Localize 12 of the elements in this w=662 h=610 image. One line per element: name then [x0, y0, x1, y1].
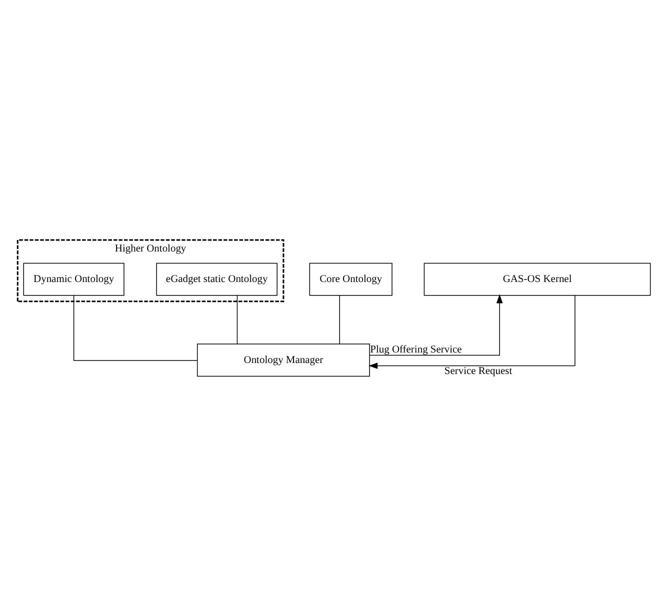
connector	[73, 294, 198, 360]
connector	[236, 294, 238, 344]
node-box: Ontology Manager	[196, 343, 370, 376]
node-box: Dynamic Ontology	[23, 262, 124, 296]
edge-label: Service Request	[444, 366, 512, 377]
node-box: GAS-OS Kernel	[424, 262, 651, 296]
node-box: eGadget static Ontology	[156, 262, 278, 296]
node-box: Core Ontology	[309, 262, 392, 296]
arrow	[368, 294, 576, 368]
arrow	[369, 294, 503, 356]
edge-label: Plug Offering Service	[370, 344, 462, 355]
connector	[339, 294, 340, 344]
